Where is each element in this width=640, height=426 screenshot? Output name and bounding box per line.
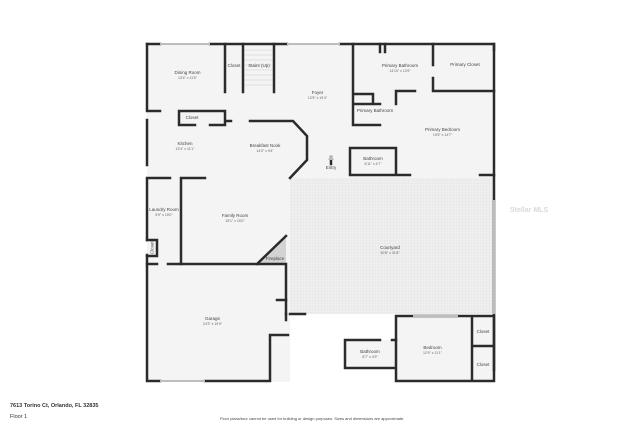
room-name: Family Room bbox=[221, 213, 249, 218]
room-dims: 13'4" x 11'1" bbox=[175, 146, 195, 151]
room-name: Closet bbox=[227, 63, 241, 68]
room-name: Bedroom bbox=[423, 345, 442, 350]
property-address: 7613 Torino Ct, Orlando, FL 32835 bbox=[10, 403, 99, 409]
room-name: Laundry Room bbox=[149, 207, 179, 212]
room-primary-bathroom-2: Primary Bathroom bbox=[355, 108, 395, 114]
fireplace-label: Fireplace bbox=[262, 256, 288, 262]
room-closet-2: Closet bbox=[181, 115, 203, 121]
room-name: Bathroom bbox=[360, 349, 380, 354]
room-name: Closet bbox=[476, 329, 490, 334]
room-closet-3: Closet bbox=[149, 236, 155, 260]
room-name: Closet bbox=[149, 241, 155, 255]
room-name: Closet bbox=[185, 115, 199, 120]
room-name: Courtyard bbox=[380, 245, 400, 250]
room-dims: 18'1" x 15'0" bbox=[225, 218, 245, 223]
room-closet-1: Closet bbox=[225, 63, 243, 69]
room-primary-closet: Primary Closet bbox=[440, 62, 490, 68]
room-dims: 19'5" x 14'7" bbox=[432, 132, 453, 137]
room-closet-4: Closet bbox=[473, 329, 493, 335]
room-name: Closet bbox=[476, 362, 490, 367]
room-name: Stairs (Up) bbox=[248, 63, 270, 68]
room-dims: 5'9" x 15'0" bbox=[155, 212, 173, 217]
watermark: Stellar MLS bbox=[510, 207, 549, 214]
room-name: Primary Bathroom bbox=[381, 63, 419, 68]
room-stairs: Stairs (Up) bbox=[244, 63, 274, 69]
room-name: Dining Room bbox=[174, 70, 201, 75]
room-name: Foyer bbox=[311, 90, 324, 95]
room-dims: 12'5" x 19'4" bbox=[307, 95, 328, 100]
room-name: Fireplace bbox=[265, 256, 285, 261]
room-name: Primary Bathroom bbox=[356, 108, 394, 113]
room-dims: 14'0" x 9'4" bbox=[256, 148, 274, 153]
room-dims: 13'4" x 11'5" bbox=[178, 75, 197, 80]
room-dims: 14'10" x 13'9" bbox=[389, 68, 411, 73]
room-dims: 24'3" x 19'9" bbox=[202, 321, 223, 326]
room-name: Kitchen bbox=[177, 141, 193, 146]
room-dims: 8'7" x 4'9" bbox=[362, 354, 378, 359]
room-name: Primary Bedroom bbox=[424, 127, 460, 132]
room-dims: 6'11" x 4'7" bbox=[364, 161, 382, 166]
room-name: Breakfast Nook bbox=[249, 143, 281, 148]
disclaimer: Floor plans/tour cannot be used for buil… bbox=[220, 416, 405, 421]
room-name: Garage bbox=[204, 316, 220, 321]
entry-label: Entry bbox=[320, 165, 342, 171]
room-dims: 12'9" x 11'1" bbox=[423, 350, 442, 355]
floor-label: Floor 1 bbox=[10, 414, 28, 420]
room-dims: 30'8" x 31'8" bbox=[380, 250, 400, 255]
room-name: Entry bbox=[325, 165, 337, 170]
room-name: Primary Closet bbox=[450, 62, 480, 67]
room-closet-5: Closet bbox=[473, 362, 493, 368]
room-name: Bathroom bbox=[363, 156, 383, 161]
